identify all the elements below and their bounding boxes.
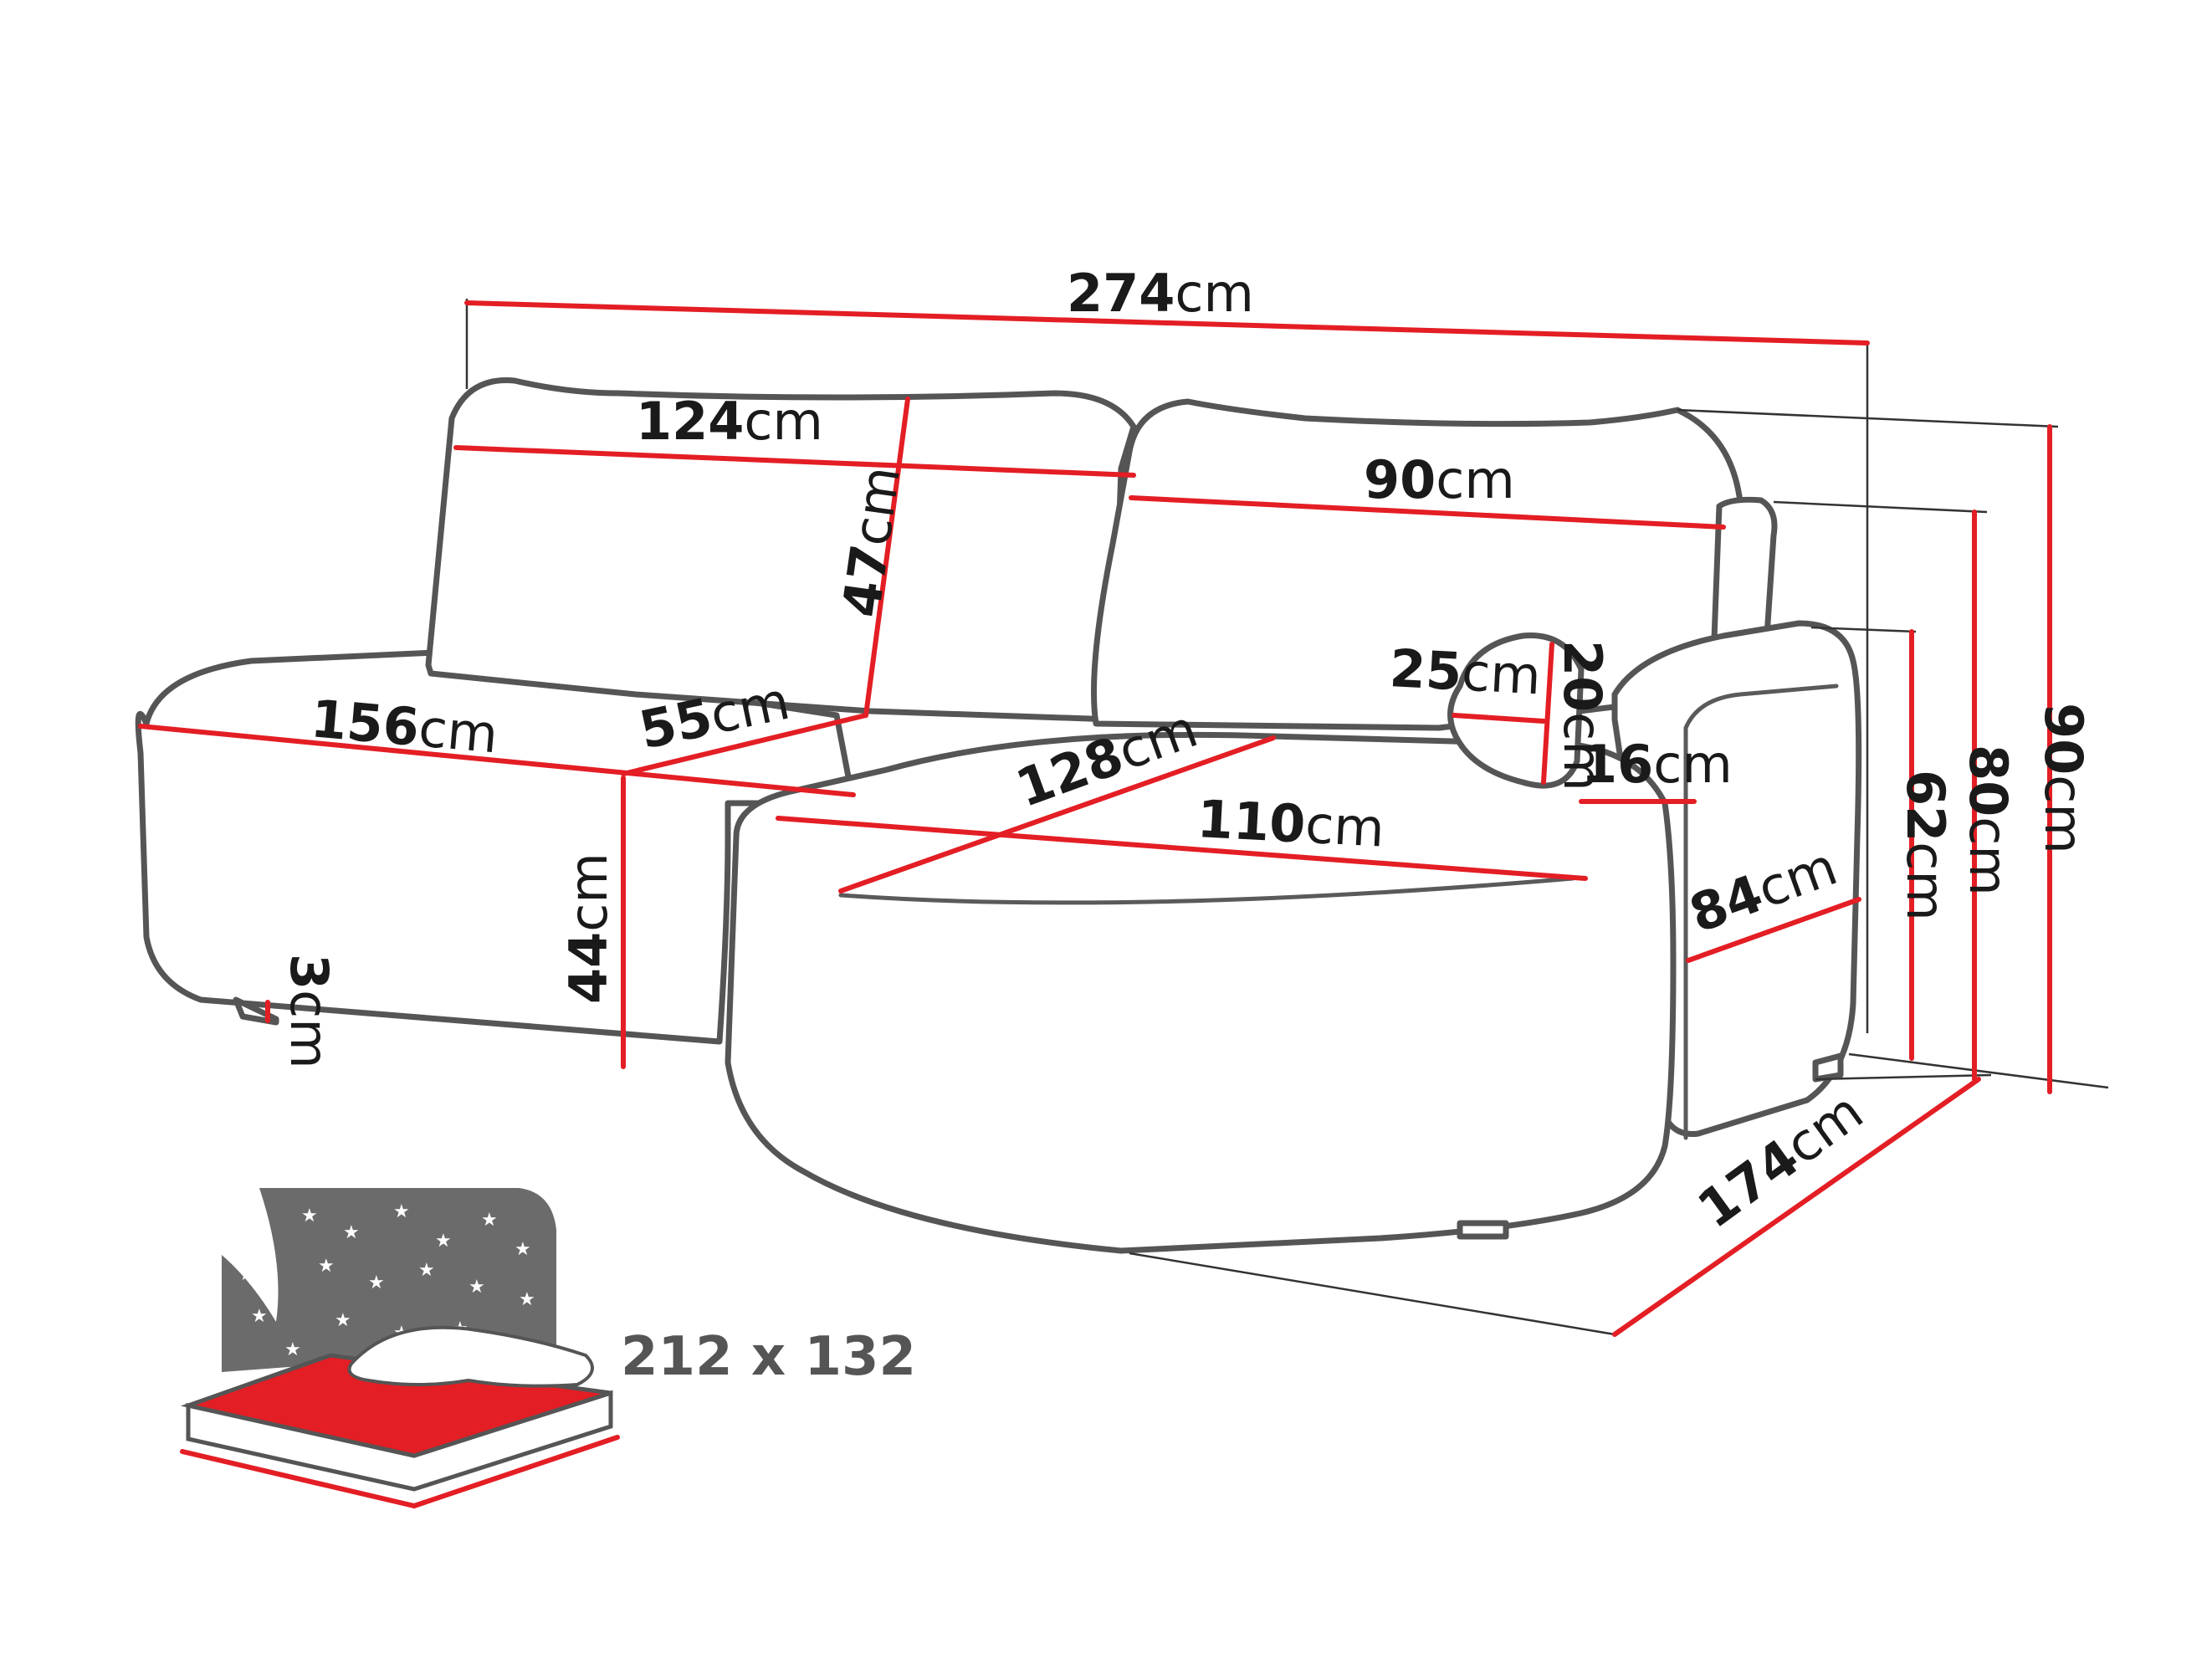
label-chaise-width: 110cm bbox=[1196, 788, 1385, 859]
svg-text:★: ★ bbox=[343, 1222, 360, 1243]
label-left-back-width: 124cm bbox=[636, 391, 823, 452]
dim-line-chaise-diagonal bbox=[838, 735, 1276, 894]
dim-line-chaise-width bbox=[776, 816, 1588, 881]
label-back-height: 80cm bbox=[1958, 745, 2019, 896]
dim-line-right-back-width bbox=[1129, 495, 1726, 530]
svg-text:★: ★ bbox=[318, 1256, 335, 1277]
armrest-inner-line bbox=[1683, 684, 1839, 1140]
svg-text:★: ★ bbox=[393, 1201, 410, 1222]
chaise-top-front-edge bbox=[838, 876, 1575, 905]
left-back-cushion bbox=[425, 377, 1137, 723]
dimension-lines bbox=[138, 300, 2052, 1337]
label-pillow-width: 25cm bbox=[1388, 637, 1542, 706]
label-leg-height: 3cm bbox=[279, 954, 340, 1069]
svg-text:★: ★ bbox=[418, 1260, 435, 1281]
rear-leg bbox=[1812, 1052, 1844, 1083]
svg-text:★: ★ bbox=[238, 1264, 255, 1285]
sleeping-area-label: 212 x 132 bbox=[621, 1326, 916, 1388]
svg-text:★: ★ bbox=[251, 1306, 268, 1327]
chaise-block bbox=[725, 731, 1677, 1254]
sleep-depth-arrow bbox=[412, 1435, 620, 1508]
svg-text:★: ★ bbox=[519, 1289, 535, 1310]
dim-line-pillow-width bbox=[1452, 713, 1546, 724]
label-armrest-height: 62cm bbox=[1895, 770, 1956, 921]
sleep-width-arrow bbox=[180, 1449, 417, 1508]
dim-line-armrest-depth bbox=[1686, 897, 1861, 963]
dim-line-chaise-depth bbox=[1612, 1077, 1981, 1337]
svg-text:★: ★ bbox=[301, 1206, 318, 1226]
stars: ★★★ ★★★ ★★★ ★★★ ★★★ ★★★ bbox=[238, 1201, 535, 1360]
sleeping-area-icon: ★★★ ★★★ ★★★ ★★★ ★★★ ★★★ 212 x 132 bbox=[180, 1188, 916, 1508]
svg-text:★: ★ bbox=[435, 1231, 452, 1252]
label-seat-depth: 55cm bbox=[634, 670, 795, 761]
svg-text:★: ★ bbox=[469, 1277, 485, 1298]
svg-text:★: ★ bbox=[284, 1339, 301, 1360]
dimension-labels: 274cm 124cm 90cm 47cm 156cm 55cm 44cm 3c… bbox=[279, 263, 2094, 1240]
pillows bbox=[347, 1325, 594, 1388]
label-back-cushion-height: 47cm bbox=[831, 463, 912, 621]
left-seat-base bbox=[135, 649, 857, 1045]
label-right-back-width: 90cm bbox=[1364, 449, 1515, 510]
label-left-seat-width: 156cm bbox=[309, 688, 500, 765]
dim-line-left-back-width bbox=[453, 445, 1136, 478]
label-armrest-width: 16cm bbox=[1581, 734, 1733, 795]
dim-line-back-height bbox=[863, 397, 910, 718]
label-seat-height: 44cm bbox=[558, 853, 619, 1004]
label-total-width: 274cm bbox=[1067, 263, 1254, 324]
sofa-drawing bbox=[135, 377, 1862, 1254]
svg-text:★: ★ bbox=[335, 1310, 351, 1331]
dim-line-total-width bbox=[464, 300, 1870, 346]
right-back-panel bbox=[1710, 496, 1778, 664]
right-back-cushion bbox=[1091, 398, 1743, 731]
label-pillow-height: 20cm bbox=[1552, 640, 1613, 791]
dim-line-pillow-height bbox=[1541, 642, 1554, 785]
night-sky-panel bbox=[222, 1188, 556, 1372]
svg-text:★: ★ bbox=[368, 1272, 385, 1293]
front-leg bbox=[1457, 1220, 1509, 1240]
dim-line-seat-depth bbox=[621, 713, 868, 776]
svg-text:★: ★ bbox=[481, 1210, 498, 1231]
svg-text:★: ★ bbox=[515, 1239, 531, 1260]
dim-line-left-seat-width bbox=[138, 724, 856, 797]
label-total-height: 90cm bbox=[2033, 703, 2094, 854]
extension-lines bbox=[465, 299, 2109, 1336]
